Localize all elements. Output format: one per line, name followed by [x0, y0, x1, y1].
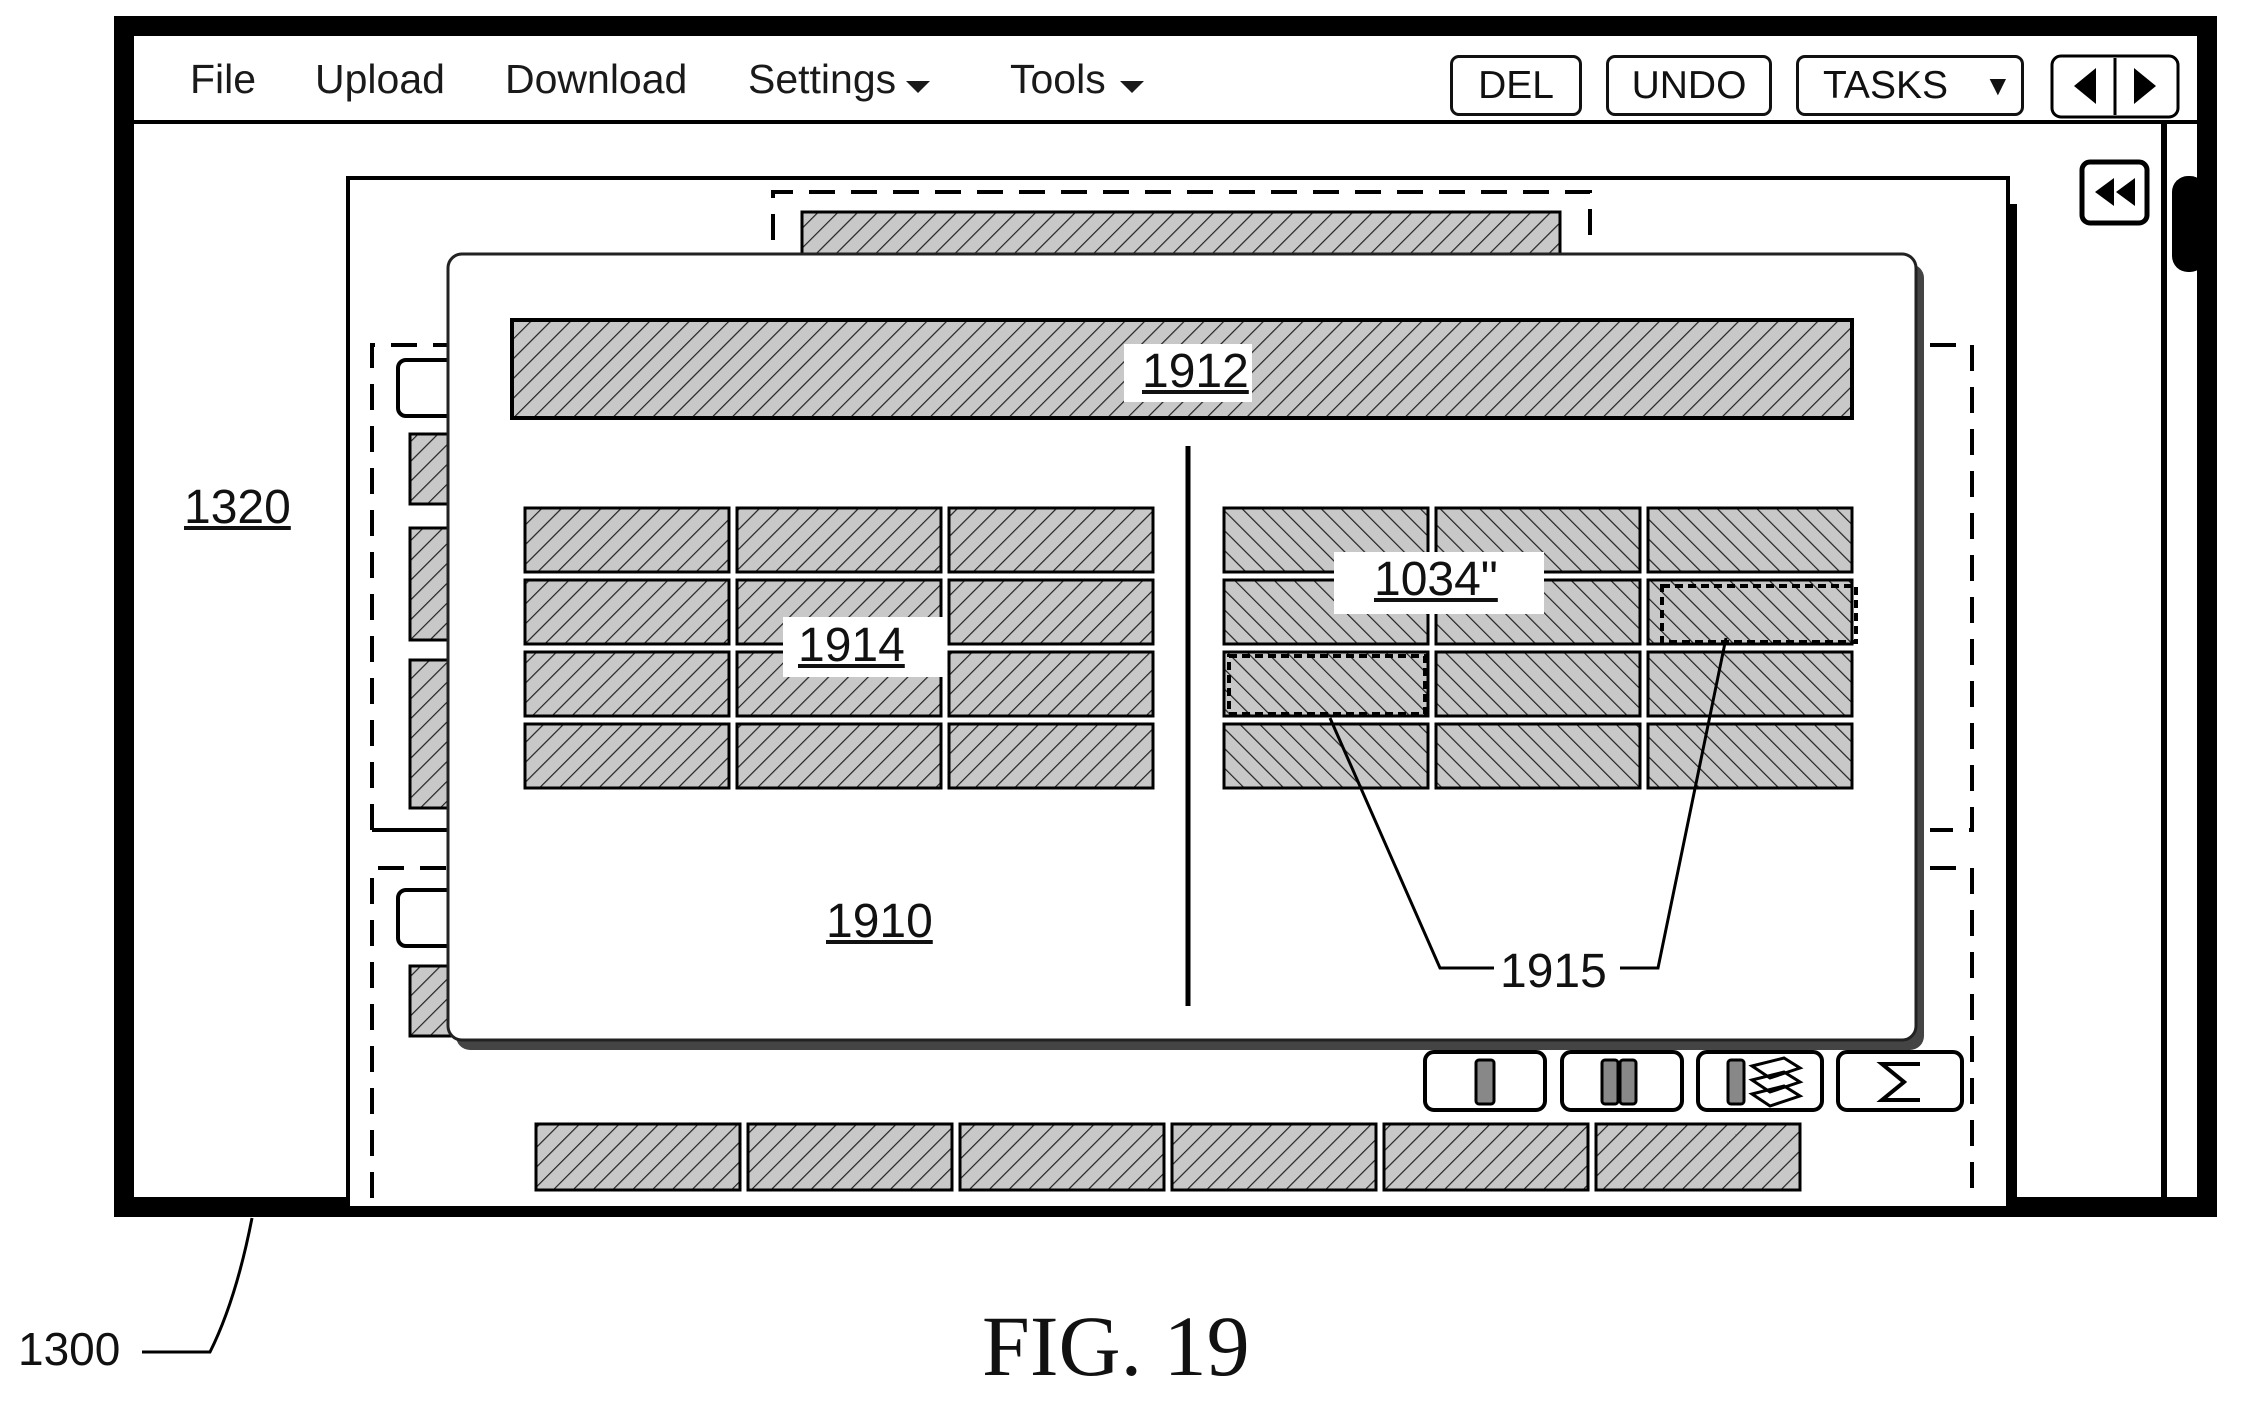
- scrollbar-thumb[interactable]: [2172, 176, 2206, 272]
- menu-tools[interactable]: Tools: [1010, 56, 1106, 103]
- grid-cell[interactable]: [525, 508, 729, 572]
- grid-cell[interactable]: [1648, 724, 1852, 788]
- grid-cell[interactable]: [1224, 724, 1428, 788]
- menu-file[interactable]: File: [190, 56, 256, 103]
- grid-cell[interactable]: [525, 580, 729, 644]
- figure-label: FIG. 19: [982, 1296, 1250, 1396]
- undo-button[interactable]: UNDO: [1606, 55, 1772, 116]
- single-column-icon: [1476, 1060, 1494, 1104]
- grid-cell[interactable]: [1224, 652, 1428, 716]
- ref-sidebar: 1320: [184, 480, 291, 535]
- grid-cell[interactable]: [1436, 724, 1640, 788]
- grid-cell[interactable]: [1648, 508, 1852, 572]
- ref-left-grid: 1914: [798, 618, 905, 673]
- ref-header-bar: 1912: [1142, 344, 1249, 399]
- leader-line-1300: [142, 1218, 252, 1352]
- collapse-panel-button[interactable]: [2082, 162, 2147, 223]
- grid-cell[interactable]: [1172, 1124, 1376, 1190]
- grid-cell[interactable]: [949, 652, 1153, 716]
- grid-cell[interactable]: [960, 1124, 1164, 1190]
- grid-cell[interactable]: [1648, 652, 1852, 716]
- column-stack-icon: [1728, 1058, 1800, 1106]
- menu-upload[interactable]: Upload: [315, 56, 445, 103]
- ref-popup: 1910: [826, 894, 933, 949]
- grid-cell[interactable]: [949, 508, 1153, 572]
- grid-cell[interactable]: [1648, 580, 1852, 644]
- grid-cell[interactable]: [525, 652, 729, 716]
- grid-cell[interactable]: [737, 724, 941, 788]
- ref-device: 1300: [18, 1322, 120, 1376]
- caret-down-icon: ▼: [1984, 58, 2012, 113]
- ref-selected-cells: 1915: [1500, 944, 1607, 999]
- grid-cell[interactable]: [737, 508, 941, 572]
- del-button[interactable]: DEL: [1450, 55, 1582, 116]
- grid-cell[interactable]: [1596, 1124, 1800, 1190]
- double-column-icon: [1602, 1060, 1636, 1104]
- ref-right-grid: 1034": [1374, 552, 1498, 607]
- grid-cell[interactable]: [748, 1124, 952, 1190]
- grid-cell[interactable]: [1384, 1124, 1588, 1190]
- grid-cell[interactable]: [949, 580, 1153, 644]
- tasks-button[interactable]: TASKS ▼: [1796, 55, 2024, 116]
- grid-cell[interactable]: [536, 1124, 740, 1190]
- grid-cell[interactable]: [949, 724, 1153, 788]
- menu-settings[interactable]: Settings: [748, 56, 896, 103]
- menu-download[interactable]: Download: [505, 56, 687, 103]
- grid-cell[interactable]: [525, 724, 729, 788]
- tasks-label: TASKS: [1823, 64, 1948, 107]
- grid-cell[interactable]: [1436, 652, 1640, 716]
